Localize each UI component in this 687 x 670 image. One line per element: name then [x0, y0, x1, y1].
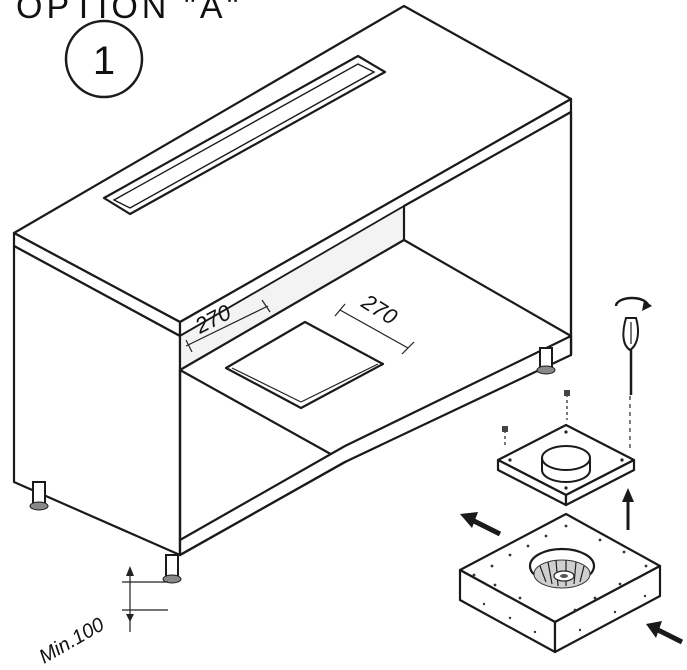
motor-unit [458, 512, 662, 654]
floor-cutout [224, 320, 385, 410]
screws [502, 390, 631, 448]
rotate-arrow-icon [614, 296, 652, 311]
adapter-plate [496, 423, 636, 507]
step-number: 1 [93, 39, 115, 83]
screwdriver-icon [622, 317, 639, 395]
arrow-icon [460, 488, 684, 645]
option-title: OPTION "A" [16, 0, 243, 26]
dim-min-height-label: Min.100 [36, 614, 109, 669]
cabinet-feet [29, 347, 556, 584]
downdraft-slot [102, 54, 387, 216]
cabinet [12, 4, 573, 584]
step-badge: 1 [64, 19, 144, 99]
